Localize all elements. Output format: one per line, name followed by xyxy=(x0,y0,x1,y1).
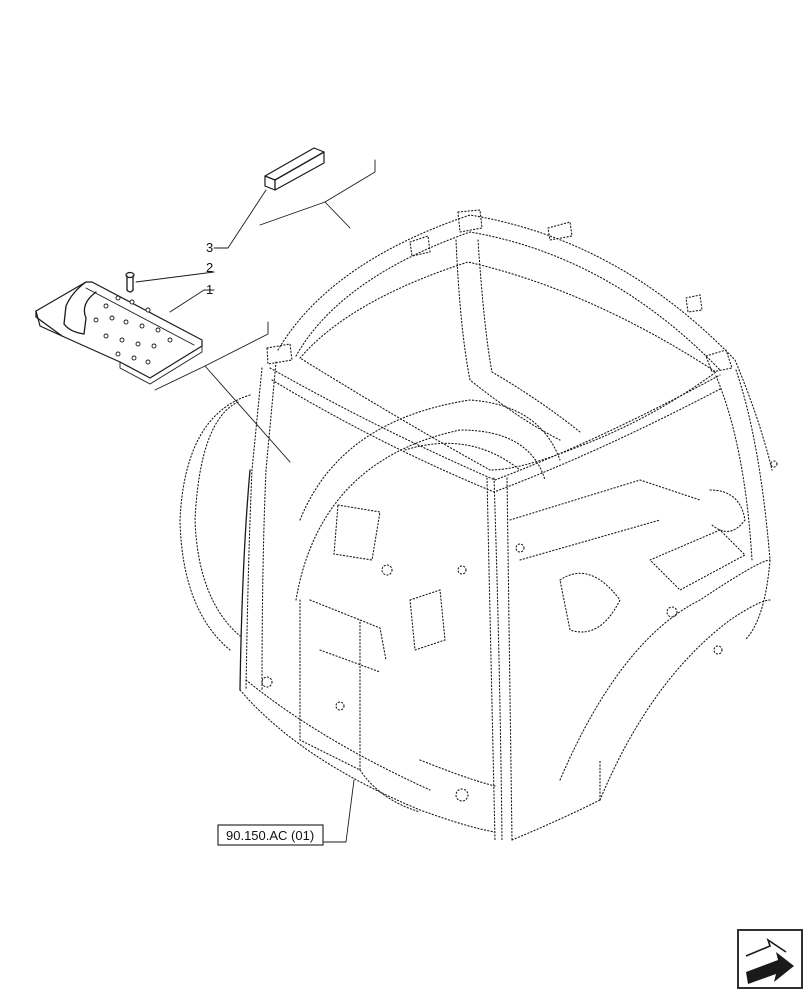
plate-holes xyxy=(93,295,173,365)
callout-label-1: 1 xyxy=(206,282,213,297)
part-1-plate xyxy=(35,281,203,385)
cab-frame xyxy=(179,209,778,841)
page-arrow-icon[interactable] xyxy=(737,929,803,989)
installation-arrow-upper xyxy=(259,159,376,229)
callout-labels: 3 2 1 xyxy=(206,240,213,297)
callout-label-3: 3 xyxy=(206,240,213,255)
part-2-bolt xyxy=(125,271,135,293)
reference-label: 90.150.AC (01) xyxy=(226,828,314,843)
callout-label-2: 2 xyxy=(206,260,213,275)
reference-box[interactable]: 90.150.AC (01) xyxy=(217,779,355,846)
installation-arrow-lower xyxy=(154,321,291,463)
part-3-block xyxy=(264,147,325,191)
callout-leaders xyxy=(135,189,267,313)
